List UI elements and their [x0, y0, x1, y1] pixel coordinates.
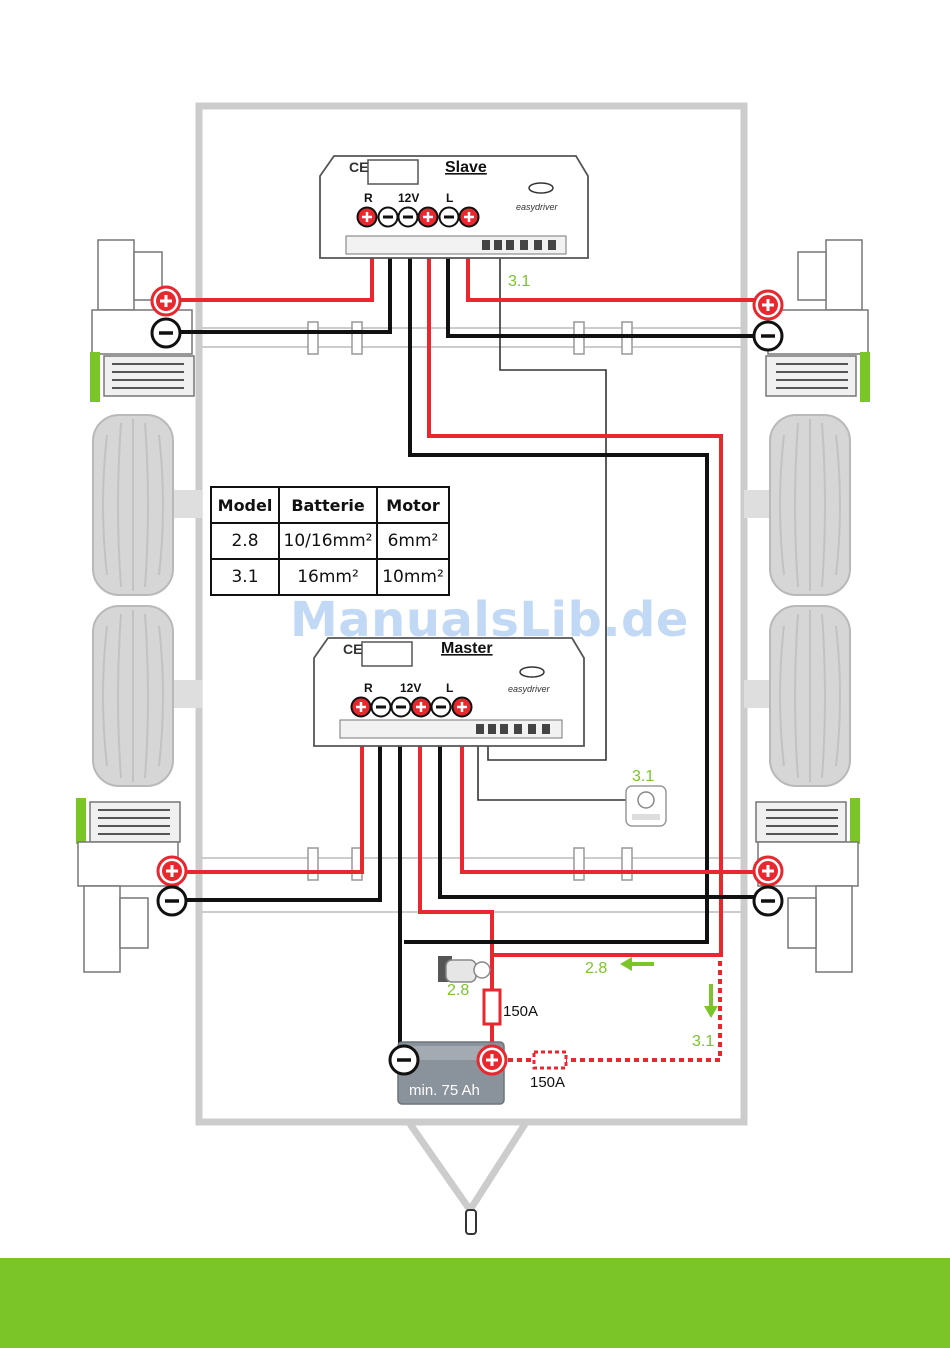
- optional-fuse-label: 150A: [530, 1074, 565, 1091]
- table-cell: 16mm²: [279, 559, 377, 595]
- rear-motor-wires: [186, 728, 754, 900]
- master-terminal-l-neg: [432, 698, 451, 717]
- master-terminal-l-pos: [453, 698, 472, 717]
- master-terminal-r-neg: [372, 698, 391, 717]
- arrow-31: [704, 984, 718, 1018]
- slave-controller: CE Slave easydriver R 12V L: [320, 156, 588, 258]
- slave-cable-label: 3.1: [508, 273, 530, 290]
- master-controller: CE Master easydriver R 12V L: [314, 638, 584, 746]
- slave-label-12v: 12V: [398, 191, 419, 205]
- remote-sensor: [626, 786, 666, 826]
- battery-neg-terminal: [390, 1046, 418, 1074]
- remote-sensor-label: 3.1: [632, 768, 654, 785]
- footer-bar: [0, 1258, 950, 1348]
- slave-terminal-12v-pos: [419, 208, 438, 227]
- tire-rear-left: [93, 606, 173, 786]
- arrow-31-label: 3.1: [692, 1033, 714, 1050]
- table-cell: 10mm²: [377, 559, 449, 595]
- table-row: 2.8 10/16mm² 6mm²: [211, 523, 449, 559]
- master-label-l: L: [446, 681, 453, 695]
- motor-rr-pos-terminal: [754, 857, 782, 885]
- motor-fr-pos-terminal: [754, 291, 782, 319]
- table-header-battery: Batterie: [279, 487, 377, 523]
- table-header-model: Model: [211, 487, 279, 523]
- slave-terminal-l-neg: [440, 208, 459, 227]
- master-terminal-12v-neg: [392, 698, 411, 717]
- motor-fr-neg-terminal: [754, 322, 782, 350]
- slave-terminal-r-neg: [379, 208, 398, 227]
- master-terminal-12v-pos: [412, 698, 431, 717]
- motor-fl-pos-terminal: [152, 287, 180, 315]
- motor-rr-neg-terminal: [754, 887, 782, 915]
- slave-terminal-12v-neg: [399, 208, 418, 227]
- slave-ce-mark: CE: [349, 159, 368, 175]
- motor-rl-neg-terminal: [158, 887, 186, 915]
- battery-pos-terminal: [478, 1046, 506, 1074]
- table-cell: 3.1: [211, 559, 279, 595]
- slave-label-l: L: [446, 191, 453, 205]
- switch-28-label: 2.8: [447, 982, 469, 999]
- motor-rear-left: [76, 798, 180, 972]
- table-header-row: Model Batterie Motor: [211, 487, 449, 523]
- table-cell: 2.8: [211, 523, 279, 559]
- master-terminal-r-pos: [352, 698, 371, 717]
- arrow-28-label: 2.8: [585, 960, 607, 977]
- tire-front-right: [770, 415, 850, 595]
- master-label-12v: 12V: [400, 681, 421, 695]
- watermark: ManualsLib.de: [290, 592, 689, 648]
- slave-terminal-l-pos: [460, 208, 479, 227]
- motor-fl-neg-terminal: [152, 319, 180, 347]
- slave-brand: easydriver: [516, 202, 559, 212]
- table-row: 3.1 16mm² 10mm²: [211, 559, 449, 595]
- master-brand: easydriver: [508, 684, 551, 694]
- slave-terminal-r-pos: [358, 208, 377, 227]
- table-header-motor: Motor: [377, 487, 449, 523]
- motor-front-left: [90, 240, 194, 402]
- table-cell: 6mm²: [377, 523, 449, 559]
- slave-title: Slave: [445, 159, 487, 176]
- main-switch: [438, 956, 490, 982]
- tire-front-left: [93, 415, 173, 595]
- main-fuse: [484, 990, 500, 1024]
- motor-front-right: [766, 240, 870, 402]
- battery-label: min. 75 Ah: [409, 1082, 480, 1099]
- motor-rl-pos-terminal: [158, 857, 186, 885]
- arrow-28: [620, 957, 654, 971]
- slave-label-r: R: [364, 191, 373, 205]
- table-cell: 10/16mm²: [279, 523, 377, 559]
- front-motor-wires: [180, 248, 754, 336]
- master-label-r: R: [364, 681, 373, 695]
- battery-wires: [400, 728, 494, 1058]
- main-fuse-label: 150A: [503, 1003, 538, 1020]
- optional-fuse: [534, 1052, 566, 1068]
- cable-spec-table: Model Batterie Motor 2.8 10/16mm² 6mm² 3…: [210, 486, 450, 596]
- tire-rear-right: [770, 606, 850, 786]
- optional-31-wire: [508, 955, 720, 1060]
